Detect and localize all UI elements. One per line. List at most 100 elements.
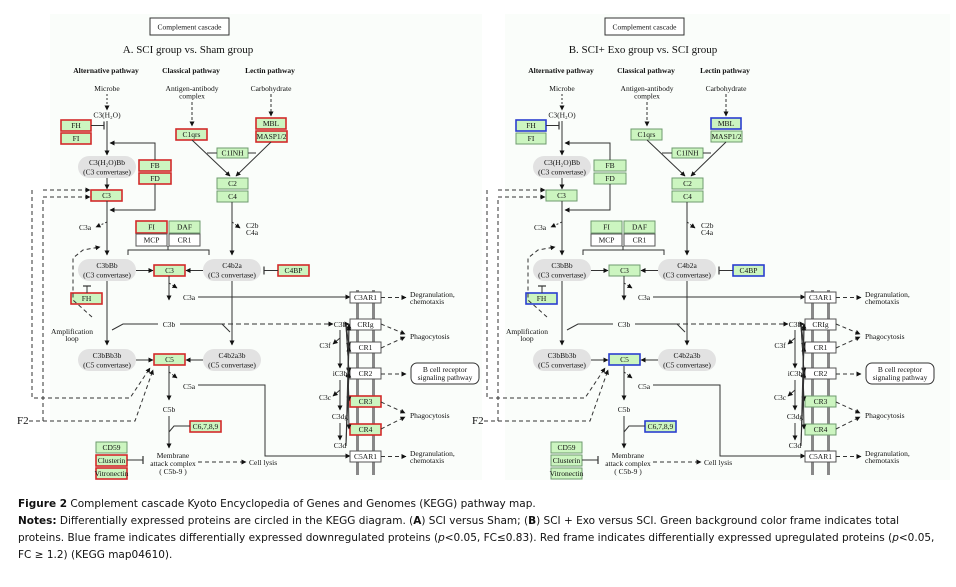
arrow-c3a-2 (168, 282, 178, 289)
complement-cascade-label: Complement cascade (613, 23, 678, 32)
classical-pathway-heading: Classical pathway (617, 66, 675, 75)
notes-text: Differentially expressed proteins are ci… (56, 515, 414, 527)
c3a-label-1: C3a (79, 223, 92, 232)
gene-cd59: CD59 (550, 441, 583, 454)
phagocytosis-label-1: Phagocytosis (410, 332, 450, 341)
mac-label-2: attack complex (605, 459, 651, 468)
pill-c3h2obb: C3(H₂O)Bb(C3 convertase) (78, 156, 136, 178)
gene-c1qrs-label: C1qrs (638, 130, 656, 139)
gene-cr3-label: CR3 (814, 397, 828, 406)
gene-cr3-label: CR3 (359, 397, 373, 406)
arrow-masp-c2 (690, 141, 727, 177)
c5a-label: C5a (638, 382, 651, 391)
gene-masp: MASP1/2 (255, 130, 288, 143)
gene-fd-label: FD (605, 174, 615, 183)
gene-cd59-box (95, 441, 128, 454)
gene-c2: C2 (216, 177, 249, 190)
gene-daf-label: DAF (632, 223, 647, 232)
gene-masp-label: MASP1/2 (256, 132, 286, 141)
c3b-label-1: C3b (163, 320, 176, 329)
gene-daf-box (168, 220, 201, 234)
f2-loop-outer (484, 194, 546, 422)
pill-c4b2a3b-shape (658, 349, 716, 371)
gene-mbl: MBL (255, 117, 287, 130)
alternative-pathway-heading: Alternative pathway (528, 66, 594, 75)
gene-c4: C4 (671, 190, 704, 203)
gene-c1qrs: C1qrs (630, 128, 663, 141)
pill-c4b2a-sublabel: (C3 convertase) (663, 271, 711, 280)
ic3b-label: iC3b (788, 369, 803, 378)
gene-daf-box (623, 220, 656, 234)
gene-cr1-receptor-label: CR1 (814, 343, 828, 352)
notes-label: Notes: (18, 515, 57, 527)
panel-title: B. SCI+ Exo group vs. SCI group (569, 44, 718, 56)
inhibit-reg-c3bbb (582, 246, 624, 255)
pill-c3bbb3b: C3bBb3b(C5 convertase) (533, 349, 591, 371)
notes-text: FC ≥ 1.2) (KEGG map04610). (18, 549, 173, 561)
pill-c4b2a3b-label: C4b2a3b (218, 351, 245, 360)
c3h2o-label: C3(H₂O) (93, 111, 121, 120)
notes-text: proteins. Blue frame indicates different… (18, 532, 439, 544)
pill-c3bbb3b-sublabel: (C5 convertase) (83, 361, 131, 370)
f2-loop-inner (486, 190, 606, 399)
gene-mbl-box (255, 117, 287, 130)
gene-c3-top-label: C3 (102, 191, 111, 200)
arrow-cr1-phago (380, 336, 406, 349)
gene-c2-label: C2 (228, 179, 237, 188)
gene-c5ar1-label: C5AR1 (809, 452, 832, 461)
gene-clusterin-label: Clusterin (553, 456, 581, 465)
gene-c1inh: C1INH (671, 147, 704, 159)
arrow-c5a (623, 371, 633, 379)
arrow-c5a (168, 371, 178, 379)
arrow-c3f (787, 337, 796, 345)
gene-c1inh: C1INH (216, 147, 249, 159)
gene-c1qrs-box (175, 128, 208, 141)
gene-masp: MASP1/2 (710, 130, 743, 143)
gene-fb-label: FB (150, 161, 159, 170)
arrow-c1qrs-c2 (646, 139, 686, 177)
gene-masp-box (710, 130, 743, 143)
c5b-label: C5b (163, 405, 176, 414)
notes-line-3: FC ≥ 1.2) (KEGG map04610). (18, 548, 172, 563)
pill-c3bbb3b-shape (533, 349, 591, 371)
gene-fb: FB (138, 159, 172, 172)
bcell-label-2: signaling pathway (418, 373, 473, 382)
gene-cr1-receptor: CR1 (804, 341, 837, 354)
notes-text: ) SCI + Exo versus SCI. Green background… (536, 515, 900, 527)
gene-cr1: CR1 (168, 233, 201, 247)
gene-crig-label: CRIg (357, 320, 374, 329)
c5b-label: C5b (618, 405, 631, 414)
c6789-join (623, 425, 645, 433)
gene-c1qrs-box (630, 128, 663, 141)
gene-cr1-receptor: CR1 (349, 341, 382, 354)
c3a-label-1: C3a (534, 223, 547, 232)
arrow-c3a-2 (623, 282, 633, 289)
gene-crig: CRIg (349, 318, 382, 331)
pill-c3bbb-label: C3bBb (96, 261, 118, 270)
gene-cr4-label: CR4 (359, 425, 373, 434)
gene-fh-lower-label: FH (82, 294, 92, 303)
gene-vitronectin-box (550, 467, 583, 480)
gene-cr4: CR4 (804, 423, 837, 436)
arrow-crig-phago (380, 323, 406, 335)
loop-label: loop (520, 334, 534, 343)
f2-to-c5 (498, 369, 609, 422)
gene-crig-label: CRIg (812, 320, 829, 329)
pill-c3bbb-shape (78, 259, 136, 281)
gene-masp-box (255, 130, 288, 143)
complement-cascade-box (604, 17, 685, 36)
pill-c4b2a3b: C4b2a3b(C5 convertase) (658, 349, 716, 371)
degranulation-label-1: Degranulation, (410, 290, 455, 299)
gene-clusterin: Clusterin (550, 454, 583, 467)
gene-clusterin-label: Clusterin (98, 456, 126, 465)
gene-c2: C2 (671, 177, 704, 190)
gene-fi: FI (515, 132, 547, 145)
gene-fd: FD (593, 172, 627, 185)
arrow-fbfd-c3h2o (109, 140, 156, 160)
gene-mcp-box (135, 233, 168, 247)
pill-c3bbb: C3bBb(C3 convertase) (78, 259, 136, 281)
gene-c1qrs-label: C1qrs (183, 130, 201, 139)
pill-c4b2a3b-label: C4b2a3b (673, 351, 700, 360)
mac-label-1: Membrane (157, 451, 190, 460)
arrow-cr3-phago (835, 401, 861, 414)
